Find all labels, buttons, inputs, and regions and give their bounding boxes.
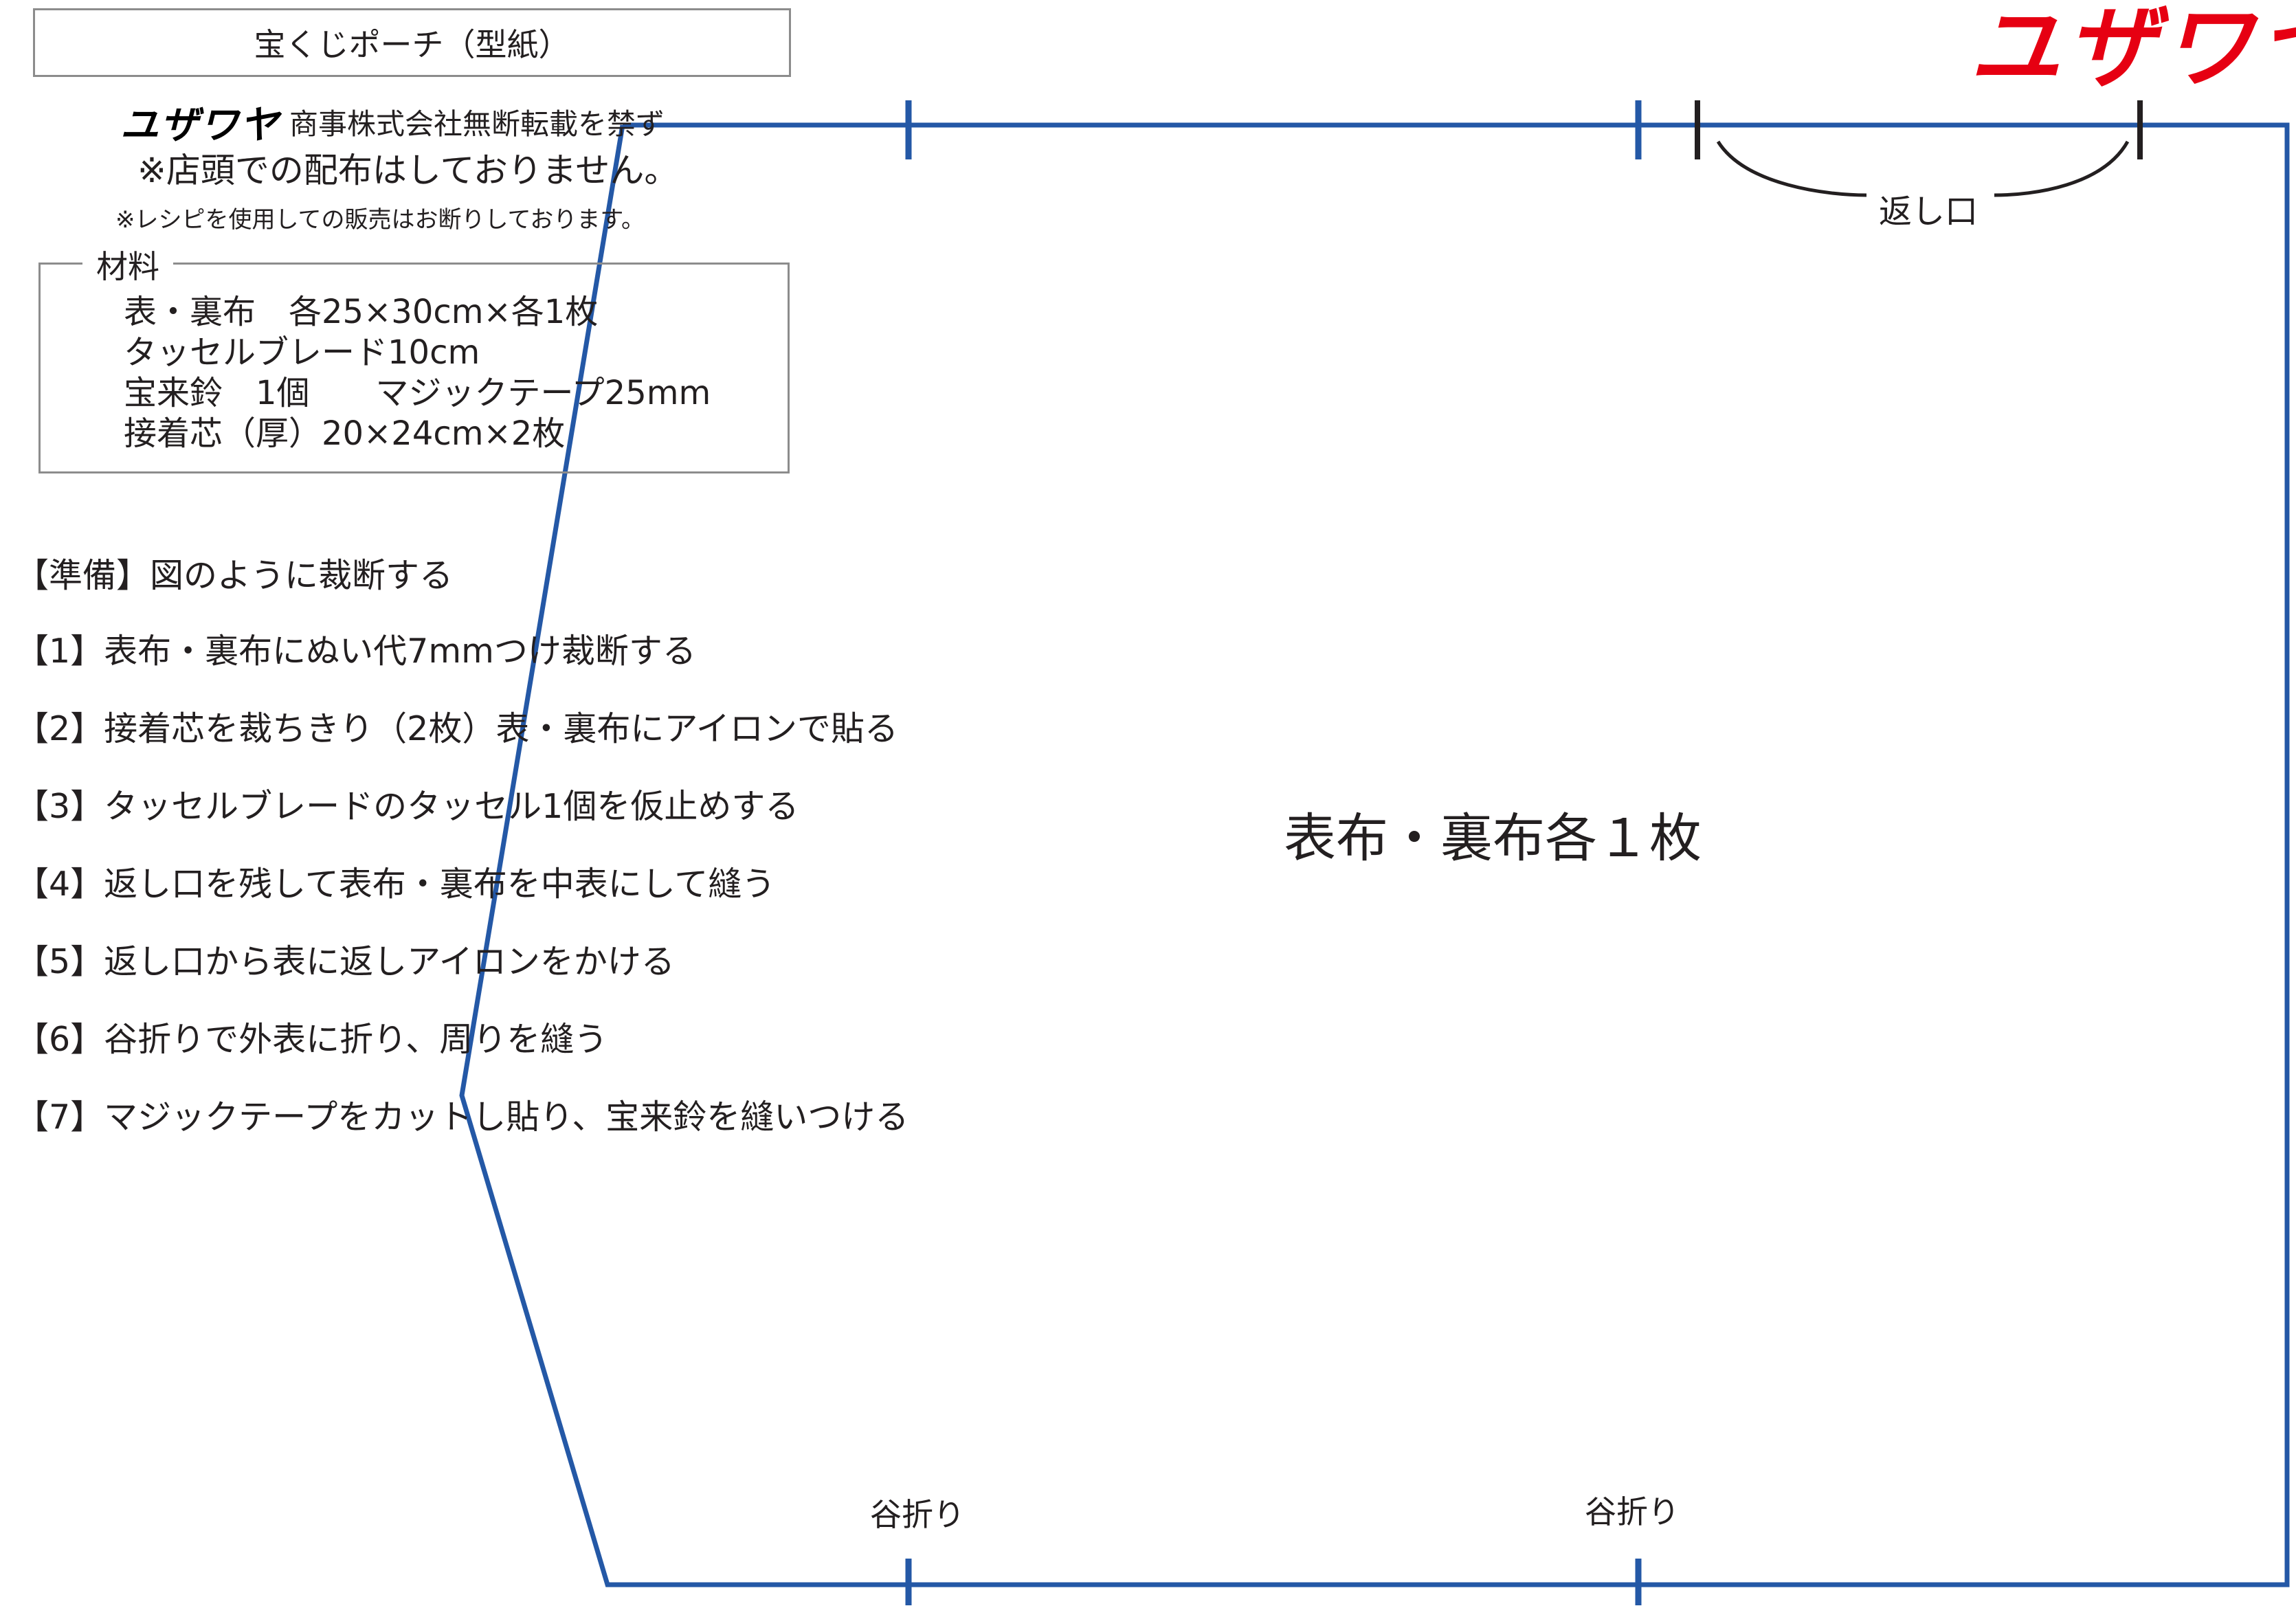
brand-logo: ユザワヤ xyxy=(1970,0,2296,101)
step-item: 【1】表布・裏布にぬい代7mmつけ裁断する xyxy=(15,632,696,671)
copyright-line: ユザワヤ 商事株式会社無断転載を禁ず xyxy=(120,94,665,150)
page-title: 宝くじポーチ（型紙） xyxy=(254,26,570,63)
fold-label-right: 谷折り xyxy=(1585,1493,1680,1530)
material-item: 宝来鈴 1個 マジックテープ25mm xyxy=(124,374,711,412)
step-item: 【5】返し口から表に返しアイロンをかける xyxy=(15,942,675,981)
brand-logo-small: ユザワヤ xyxy=(120,103,280,148)
materials-heading: 材料 xyxy=(82,242,173,287)
copyright-text: 商事株式会社無断転載を禁ず xyxy=(289,107,665,141)
store-notice: ※店頭での配布はしておりません。 xyxy=(137,150,679,190)
return-opening-bracket xyxy=(1716,140,2130,197)
return-opening-label: 返し口 xyxy=(1879,192,1979,231)
sales-notice: ※レシピを使用しての販売はお断りしております。 xyxy=(115,206,645,234)
material-item: 接着芯（厚）20×24cm×2枚 xyxy=(124,414,566,453)
step-item: 【準備】図のように裁断する xyxy=(15,556,454,595)
page-title-box: 宝くじポーチ（型紙） xyxy=(33,8,791,77)
materials-box xyxy=(38,263,790,473)
step-item: 【7】マジックテープをカットし貼り、宝来鈴を縫いつける xyxy=(15,1097,909,1137)
step-item: 【4】返し口を残して表布・裏布を中表にして縫う xyxy=(15,865,776,904)
step-item: 【3】タッセルブレードのタッセル1個を仮止めする xyxy=(15,787,799,826)
fold-label-left: 谷折り xyxy=(870,1496,965,1533)
pattern-center-label: 表布・裏布各１枚 xyxy=(1284,807,1702,869)
step-item: 【2】接着芯を裁ちきり（2枚）表・裏布にアイロンで貼る xyxy=(15,709,898,748)
step-item: 【6】谷折りで外表に折り、周りを縫う xyxy=(15,1020,608,1059)
pattern-cut-line xyxy=(459,122,2290,1587)
material-item: タッセルブレード10cm xyxy=(124,333,480,372)
material-item: 表・裏布 各25×30cm×各1枚 xyxy=(124,293,599,331)
